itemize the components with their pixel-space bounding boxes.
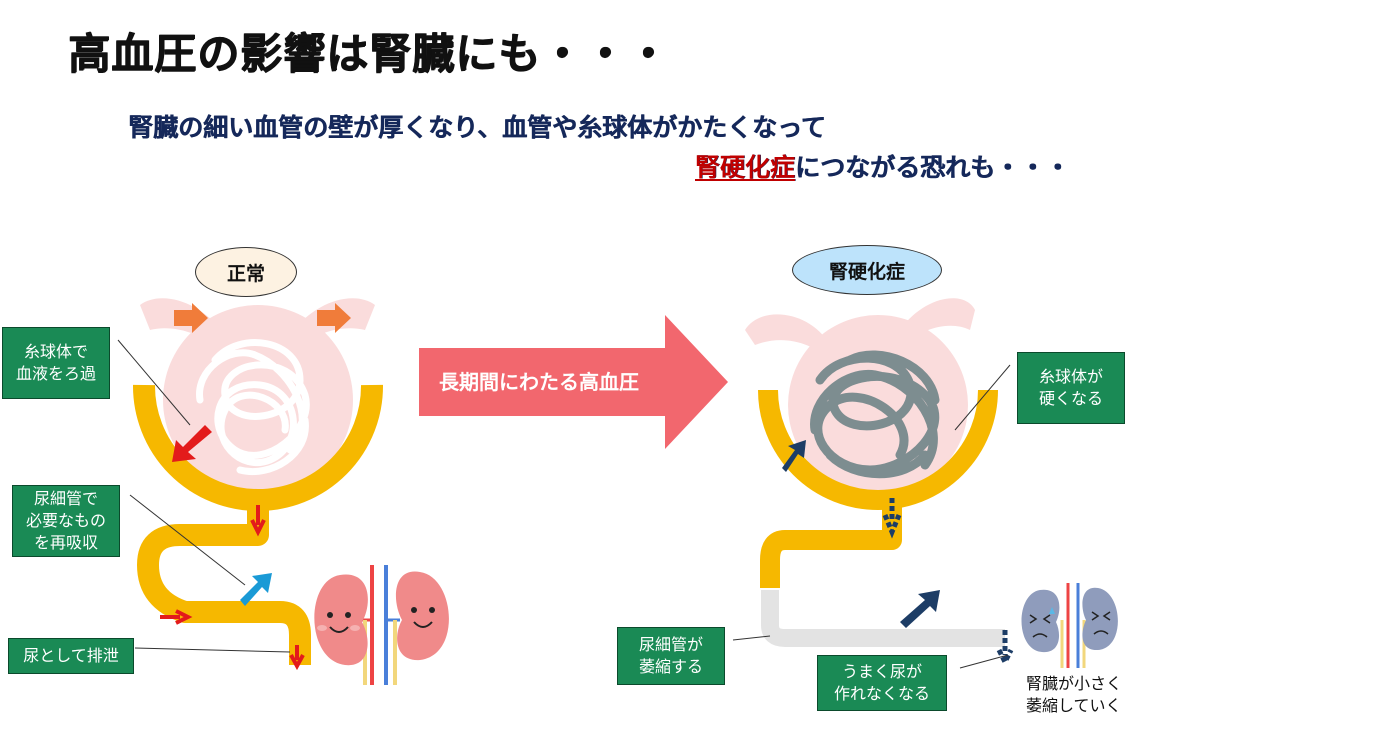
subtitle-line2-rest: につながる恐れも・・・: [795, 153, 1071, 182]
label-reabsorption-line3: を再吸収: [33, 533, 98, 552]
orange-arrow-out: [317, 303, 351, 333]
sclerosis-atrophied-tubule: [761, 590, 1005, 647]
normal-glomerulus-loops: [196, 339, 310, 475]
label-atrophy-line1: 尿細管が: [638, 635, 703, 654]
leader-hardening: [954, 364, 1011, 431]
label-hardening: 糸球体が 硬くなる: [1017, 352, 1125, 424]
sclerosis-tubule-loop: [760, 505, 902, 588]
normal-state-label: 正常: [195, 247, 297, 297]
label-hardening-line1: 糸球体が: [1038, 367, 1103, 386]
smiling-kidney-icon: [314, 565, 449, 685]
navy-arrow-4: [996, 630, 1014, 668]
label-urine-fail-line1: うまく尿が: [841, 662, 922, 681]
navy-arrow-2: [882, 498, 902, 539]
blue-arrow-reabsorb: [240, 573, 272, 606]
navy-arrow-1: [782, 440, 806, 472]
normal-tubule-loop: [137, 505, 311, 665]
worried-kidney-icon: [1021, 583, 1118, 668]
subtitle-line1: 腎臓の細い血管の壁が厚くなり、血管や糸球体がかたくなって: [128, 113, 826, 142]
leader-urine-fail: [959, 654, 1009, 669]
label-urine-fail: うまく尿が 作れなくなる: [817, 655, 947, 711]
subtitle-line2: 腎硬化症につながる恐れも・・・: [695, 148, 1070, 184]
normal-glomerulus-capsule: [163, 305, 353, 495]
normal-nephron: [117, 298, 449, 685]
transition-arrow: [419, 315, 728, 449]
hardened-glomerulus-loops: [810, 350, 940, 479]
label-excretion-line1: 尿として排泄: [23, 646, 119, 665]
kidney-note-line2: 萎縮していく: [1026, 696, 1122, 715]
label-reabsorption-line2: 必要なもの: [25, 511, 106, 530]
label-filtration-line2: 血液をろ過: [15, 364, 96, 383]
label-filtration: 糸球体で 血液をろ過: [2, 327, 110, 399]
kidney-shrink-note: 腎臓が小さく 萎縮していく: [1026, 673, 1122, 717]
navy-arrow-3: [900, 590, 940, 628]
leader-filtration: [117, 339, 191, 426]
label-filtration-line1: 糸球体で: [23, 342, 88, 361]
leader-reabsorption: [129, 494, 246, 586]
orange-arrow-in: [174, 303, 208, 333]
sclerosis-tubule: [758, 389, 998, 511]
label-atrophy: 尿細管が 萎縮する: [617, 627, 725, 685]
page-title: 高血圧の影響は腎臓にも・・・: [68, 29, 671, 78]
sclerosis-nephron: [732, 298, 1118, 669]
sclerosis-state-label: 腎硬化症: [792, 245, 942, 295]
label-hardening-line2: 硬くなる: [1038, 389, 1103, 408]
label-reabsorption-line1: 尿細管で: [33, 489, 98, 508]
transition-arrow-text: 長期間にわたる高血圧: [439, 370, 639, 394]
normal-tubule: [132, 384, 384, 512]
red-arrow-excrete: [289, 645, 305, 671]
label-urine-fail-line2: 作れなくなる: [833, 684, 930, 703]
red-arrow-tubule-1: [250, 505, 266, 537]
red-arrow-filtration: [172, 425, 212, 462]
label-atrophy-line2: 萎縮する: [638, 657, 703, 676]
red-arrow-tubule-2: [160, 609, 193, 625]
subtitle-highlight: 腎硬化症: [695, 153, 796, 182]
kidney-note-line1: 腎臓が小さく: [1026, 674, 1123, 693]
sclerosis-vessel-wings: [745, 298, 975, 362]
leader-excretion: [134, 647, 291, 653]
label-excretion: 尿として排泄: [8, 638, 134, 674]
leader-atrophy: [732, 635, 771, 641]
label-reabsorption: 尿細管で 必要なもの を再吸収: [12, 485, 120, 557]
